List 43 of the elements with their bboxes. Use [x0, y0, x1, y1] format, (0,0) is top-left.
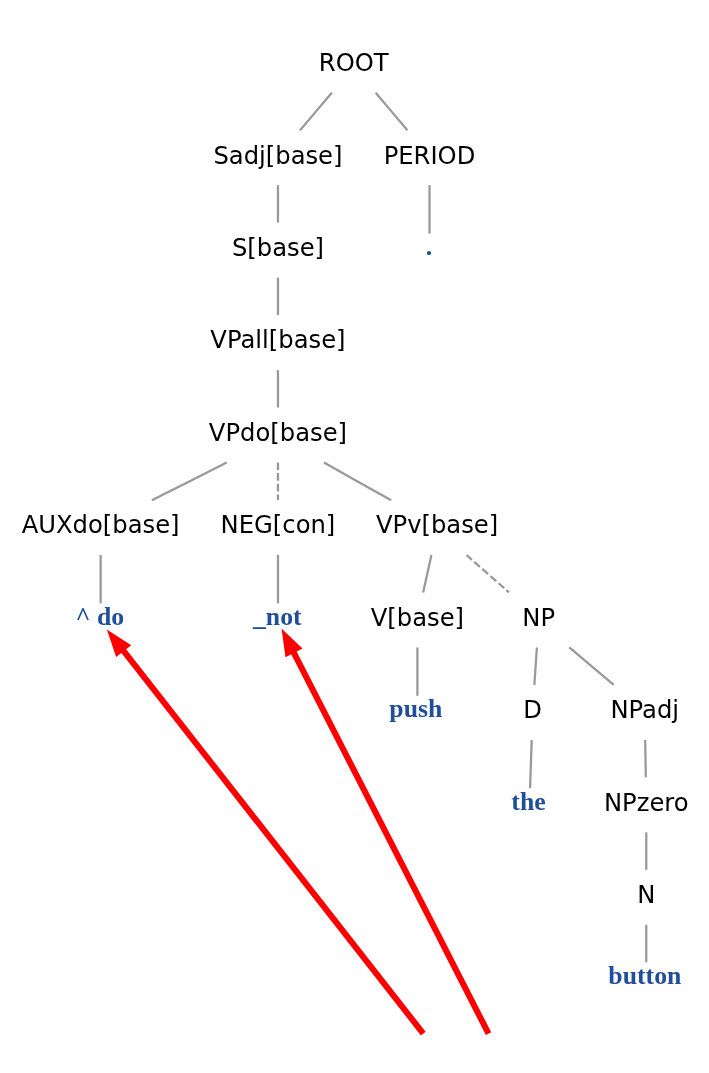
arrow [281, 628, 492, 1035]
node-text: push [389, 694, 443, 724]
connector [299, 92, 333, 131]
connector [533, 647, 539, 685]
connector [528, 739, 533, 789]
connector [374, 92, 409, 131]
node-text: NPzero [603, 787, 689, 817]
node-text: VPall[base] [210, 325, 346, 355]
node-text: PERIOD [383, 140, 476, 170]
connector [276, 462, 280, 500]
connector [323, 461, 392, 502]
connector [465, 554, 510, 594]
connector [151, 461, 228, 502]
connector [645, 924, 648, 963]
connector [276, 185, 280, 223]
node-text: _not [252, 601, 302, 631]
node-text: ROOT [318, 48, 389, 78]
node-text: VPv[base] [375, 510, 499, 540]
node-text: Sadj[base] [213, 140, 343, 170]
connector [99, 555, 102, 604]
node-text: V[base] [370, 602, 465, 632]
connector [428, 185, 431, 234]
connector [568, 646, 615, 686]
connector [645, 832, 648, 870]
arrow [106, 629, 426, 1036]
connector [276, 555, 280, 604]
connector [276, 277, 280, 316]
connector [422, 554, 433, 593]
node-text: NP [522, 602, 556, 632]
node-text: ^ do [75, 601, 125, 631]
node-text: button [608, 960, 682, 990]
node-text: NPadj [610, 695, 680, 725]
connector [644, 739, 647, 778]
node-text: VPdo[base] [208, 417, 348, 447]
node-text: AUXdo[base] [21, 510, 180, 540]
node-text: NEG[con] [220, 510, 336, 540]
node-text: D [523, 695, 542, 725]
node-text: S[base] [231, 233, 325, 263]
node-text: the [511, 786, 546, 816]
node-text: . [425, 231, 433, 261]
connector [416, 647, 419, 696]
node-text: N [637, 880, 656, 910]
connector [276, 370, 280, 408]
